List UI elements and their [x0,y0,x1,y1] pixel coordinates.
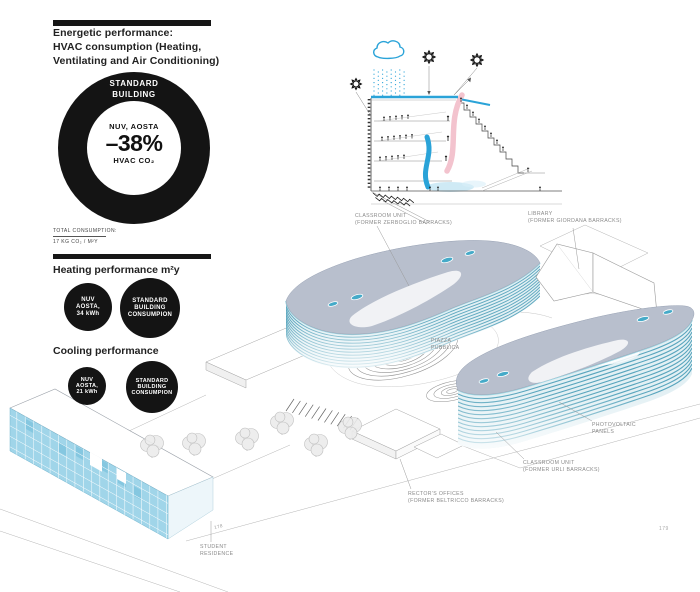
page-number: 179 [659,526,669,532]
cooling-nuv-circle: NUV AOSTA, 21 kWh [68,367,106,405]
label-classroom-urli: CLASSROOM UNIT (FORMER URLI BARRACKS) [523,460,600,473]
label-classroom2-l1: CLASSROOM UNIT [523,460,575,466]
cool-air-flow [422,134,432,190]
donut-ring-label: STANDARD BUILDING [58,79,210,100]
cooling-heading: Cooling performance [53,345,159,357]
label-library-l2: (FORMER GIORDANA BARRACKS) [528,217,622,224]
label-piazza-l2: PUBBLICA [431,344,460,351]
cooling-nuv-l2: AOSTA, [75,382,99,389]
section-rule-heating [53,254,211,259]
heating-std-l2: BUILDING [134,304,166,311]
label-classroom1-l2: (FORMER ZERBOGLIO BARRACKS) [355,219,453,226]
cooling-nuv-l3: 21 kWh [76,389,98,396]
label-piazza: PIAZZA PUBBLICA [431,338,459,351]
heating-nuv-l3: 34 kWh [76,310,100,317]
section-rule-top [53,20,211,26]
cooling-standard-circle: STANDARD BUILDING CONSUMPION [126,361,178,413]
cooling-std-l1: STANDARD [135,377,169,384]
library-building [535,224,658,315]
total-consumption-label: TOTAL CONSUMPTION: [53,228,117,234]
label-rector-offices: RECTOR'S OFFICES (FORMER BELTRICCO BARRA… [408,491,504,504]
heating-nuv-l2: AOSTA, [75,303,101,310]
heating-std-l3: CONSUMPION [127,311,173,318]
label-library: LIBRARY (FORMER GIORDANA BARRACKS) [528,211,622,224]
heating-heading: Heating performance m²y [53,264,180,276]
label-rector-l1: RECTOR'S OFFICES [408,491,464,497]
page-title: Energetic performance: HVAC consumption … [53,26,219,68]
cooling-std-l3: CONSUMPION [131,390,173,397]
donut-hole [87,101,181,195]
label-residence-l1: STUDENT [200,544,227,550]
section-diagram [348,40,562,225]
heating-nuv-circle: NUV AOSTA, 34 kWh [64,283,112,331]
label-photovoltaic: PHOTOVOLTAIC PANELS [592,422,636,435]
heating-nuv-l1: NUV [81,296,95,303]
donut-center-top: NUV, AOSTA [109,122,159,131]
donut-center-unit: HVAC CO₂ [113,156,155,165]
label-classroom1-l1: CLASSROOM UNIT [355,213,407,219]
hvac-donut-chart [58,72,210,224]
classroom-unit-urli [456,305,695,449]
sun-icon [348,49,485,92]
title-line-3: Ventilating and Air Conditioning) [53,55,220,67]
total-consumption-divider [53,236,106,237]
ramp-zigzag [372,192,415,207]
donut-center-label: NUV, AOSTA –38% HVAC CO₂ [58,122,210,165]
label-pv-l1: PHOTOVOLTAIC [592,422,636,428]
student-residence-building [9,388,214,540]
title-line-1: Energetic performance: [53,27,174,39]
label-classroom2-l2: (FORMER URLI BARRACKS) [523,466,600,473]
site-ground-lines [0,293,700,592]
label-classroom-zerboglio: CLASSROOM UNIT (FORMER ZERBOGLIO BARRACK… [355,213,452,226]
rain-cloud-icon [373,40,405,98]
ring-label-line2: BUILDING [112,89,156,99]
ring-label-line1: STANDARD [109,79,159,88]
label-rector-l2: (FORMER BELTRICCO BARRACKS) [408,497,505,504]
heating-std-l1: STANDARD [132,297,168,304]
rain-dots [373,69,405,98]
cooling-std-l2: BUILDING [137,383,167,390]
label-student-residence: STUDENT RESIDENCE [200,544,233,557]
cooling-nuv-l1: NUV [80,376,94,383]
label-leader-lines [210,225,593,542]
sun-arrows [355,66,478,117]
donut-center-value: –38% [105,130,163,156]
total-consumption-value: 17 KG CO₂ / M²Y [53,239,99,245]
label-residence-l2: RESIDENCE [200,550,234,557]
heating-standard-circle: STANDARD BUILDING CONSUMPION [120,278,180,338]
title-line-2: HVAC consumption (Heating, [53,41,202,53]
warm-air-flow [444,92,465,174]
label-library-l1: LIBRARY [528,211,553,217]
tree-icons [140,411,362,459]
label-piazza-l1: PIAZZA [431,338,452,344]
label-pv-l2: PANELS [592,428,615,435]
